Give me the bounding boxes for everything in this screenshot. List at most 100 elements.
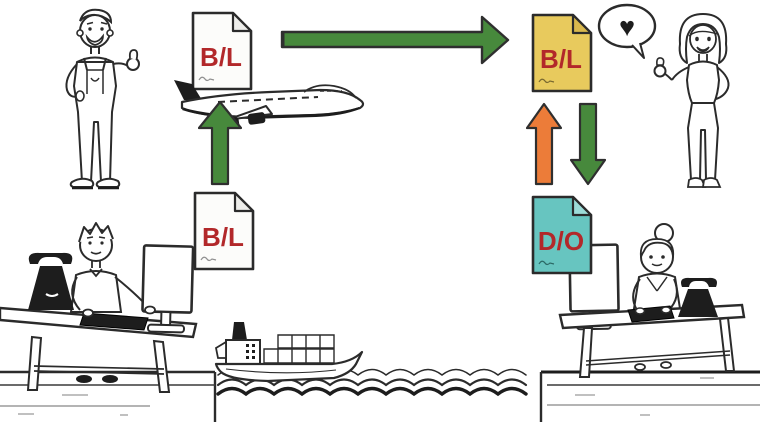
arrow-up-shape	[526, 102, 562, 186]
eye	[100, 241, 104, 245]
desk-leg	[578, 327, 594, 378]
shoe	[634, 363, 646, 371]
monitor-back	[141, 244, 195, 314]
eyebrows	[86, 21, 108, 25]
hand	[660, 306, 672, 314]
engine	[247, 112, 266, 125]
shoe	[102, 375, 118, 383]
wave-line	[216, 378, 528, 387]
desk-crossbar	[585, 350, 731, 366]
document-label: B/L	[200, 42, 242, 72]
lapels	[646, 276, 668, 292]
tail-fin	[174, 80, 202, 100]
surrender-arrow-up	[526, 102, 562, 186]
phone-handset	[681, 277, 717, 287]
upload-arrow-left	[198, 100, 242, 186]
fist	[653, 64, 667, 78]
ear	[76, 29, 84, 37]
eye	[88, 241, 92, 245]
thumb-up	[128, 49, 139, 61]
right-dock	[539, 370, 760, 422]
smile-mouth	[696, 46, 710, 53]
signature-squiggle	[538, 260, 555, 266]
rotary-phone	[28, 252, 74, 310]
overalls	[73, 61, 117, 183]
left-arm	[632, 278, 641, 311]
spiky-hair	[78, 222, 114, 243]
forward-arrow	[280, 15, 510, 65]
speech-bubble: ♥	[597, 3, 657, 59]
signature-squiggle	[198, 76, 215, 82]
hand	[144, 305, 156, 315]
torso	[69, 270, 123, 313]
document-label: B/L	[202, 222, 244, 252]
bubble-tail	[631, 42, 645, 59]
hand	[634, 307, 646, 315]
document-fold	[571, 13, 593, 35]
face	[689, 24, 717, 54]
keyboard	[79, 312, 149, 331]
left-arm	[71, 276, 81, 311]
eyebrows	[86, 236, 106, 239]
collar	[89, 268, 103, 278]
dock-speckles	[575, 377, 714, 416]
computer-monitor	[141, 244, 195, 334]
hair-fringe	[639, 238, 675, 258]
signature-squiggle	[200, 256, 217, 262]
hair	[79, 8, 113, 25]
ship-windows	[246, 344, 255, 359]
fringe-line	[688, 30, 718, 37]
arrow-down-shape	[570, 102, 606, 186]
document-fold	[231, 11, 253, 33]
document-label: D/O	[538, 226, 584, 256]
wave-line-bold	[216, 386, 528, 397]
phone-handset	[28, 252, 73, 264]
desk-leg	[718, 316, 736, 372]
document-label: B/L	[540, 44, 582, 74]
dock-speckles	[18, 394, 128, 416]
bob-hair	[678, 13, 728, 64]
shipper-figure	[65, 8, 140, 190]
monitor-base	[146, 323, 186, 334]
arm-on-hip	[65, 63, 80, 98]
overall-straps	[83, 57, 107, 71]
bl-document-consignee: B/L	[528, 12, 596, 94]
pants	[687, 102, 719, 181]
smile-mouth	[85, 33, 104, 46]
arm-on-hip	[715, 66, 730, 100]
document-fold	[571, 195, 593, 217]
neck	[90, 47, 100, 54]
bib-pocket	[90, 77, 100, 82]
hand	[82, 308, 94, 318]
document-fold	[233, 191, 255, 213]
ship-hull	[214, 350, 364, 383]
shipper-desk-scene	[0, 222, 198, 393]
bubble-body	[597, 3, 657, 49]
mouth	[90, 251, 102, 255]
cockpit-hump	[303, 84, 357, 99]
eye	[649, 255, 653, 259]
heart-icon: ♥	[619, 12, 635, 42]
thumbs-up-arm	[663, 66, 690, 81]
ship-containers	[263, 334, 335, 364]
shoe	[76, 375, 92, 383]
hand	[75, 90, 85, 102]
do-document-consignee: D/O	[528, 194, 596, 276]
shoe	[660, 361, 672, 369]
desk-leg	[26, 335, 43, 391]
overall-bib	[86, 69, 104, 94]
thumbs-up-arm	[112, 62, 129, 67]
eye	[88, 27, 92, 31]
ship-funnel	[232, 322, 247, 340]
eye	[707, 36, 711, 42]
consignee-figure	[653, 13, 730, 188]
bl-document-shipper-top: B/L	[188, 10, 256, 92]
phone-body	[28, 266, 74, 310]
eye	[661, 255, 665, 259]
window-row	[217, 96, 319, 103]
phone-body	[678, 289, 718, 317]
thumb-up	[656, 57, 665, 66]
office-worker-consignee	[631, 223, 683, 316]
shoulders	[76, 56, 114, 63]
